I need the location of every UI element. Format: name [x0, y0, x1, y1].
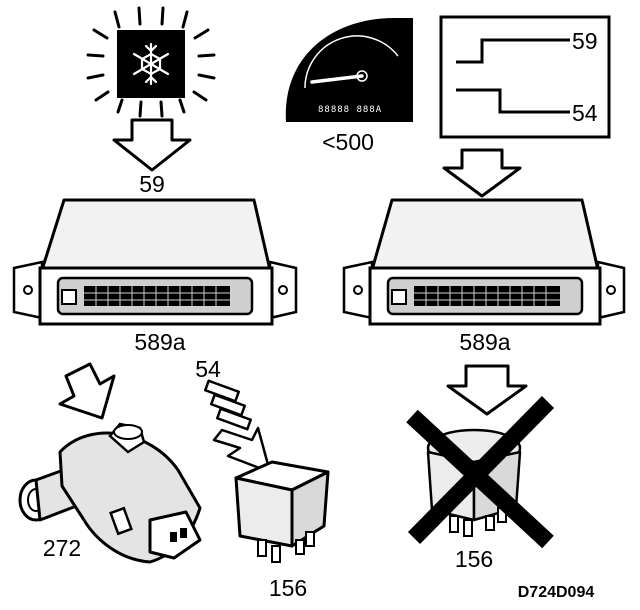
relay-pin	[305, 531, 315, 547]
cross-out-icon	[406, 396, 555, 549]
signal-59-trace	[456, 38, 570, 64]
ecu-screw	[353, 285, 363, 295]
label-54-graph: 54	[572, 100, 598, 126]
ecu-pin-grid	[414, 286, 560, 306]
valve-pin	[170, 532, 177, 542]
ecu-screw	[278, 285, 288, 295]
snowflake-icon	[132, 42, 170, 86]
valve-window	[109, 506, 133, 536]
relay-pin	[295, 539, 305, 555]
light-rays	[86, 6, 216, 118]
gauge-arc	[304, 35, 399, 89]
gauge-face	[285, 18, 413, 122]
ecu-pins	[414, 286, 560, 306]
relay-pin	[257, 539, 267, 557]
graph-frame	[439, 15, 611, 139]
relay-pin	[271, 545, 281, 563]
relay-icon	[234, 460, 330, 563]
arrow-down-icon	[446, 364, 528, 416]
ecu-pins	[84, 286, 230, 306]
relay-front	[234, 476, 294, 548]
valve-pin	[180, 528, 187, 538]
control-unit-icon	[342, 198, 626, 326]
dashed-arrow-icon	[204, 379, 272, 474]
step-signal-icon: 59 54	[439, 15, 611, 139]
label-rpm-threshold: <500	[322, 129, 374, 155]
valve-top-ring	[113, 424, 143, 440]
gauge-needle	[310, 74, 364, 84]
label-59-graph: 59	[572, 28, 598, 54]
gauge-hub	[356, 70, 368, 82]
ecu-latch	[391, 289, 407, 305]
control-unit-icon	[12, 198, 298, 326]
relay-side	[290, 470, 330, 548]
odometer-readout: 88888 888A	[318, 105, 382, 115]
ac-indicator	[86, 6, 216, 118]
arrow-down-icon	[442, 148, 522, 198]
arrow-down-icon	[112, 118, 192, 172]
drawing-id: D724D094	[518, 584, 595, 601]
relay-pin	[449, 515, 459, 533]
ecu-screw	[606, 285, 616, 295]
ecu-body	[370, 198, 600, 272]
label-54-signal: 54	[195, 356, 221, 382]
relay-pin	[485, 515, 495, 531]
label-59-left: 59	[139, 171, 165, 197]
idle-valve-icon	[18, 422, 202, 564]
label-valve: 272	[43, 535, 81, 561]
ecu-screw	[23, 285, 33, 295]
arrow-diagonal-icon	[58, 362, 116, 420]
signal-54-trace	[456, 88, 570, 114]
label-relay-left: 156	[269, 575, 307, 601]
relay-pin	[463, 519, 473, 537]
ecu-body	[40, 198, 272, 272]
label-relay-right: 156	[455, 546, 493, 572]
ecu-pin-grid	[84, 286, 230, 306]
tachometer-icon: 88888 888A	[285, 18, 413, 122]
ecu-latch	[61, 289, 77, 305]
label-ecu-left: 589a	[134, 329, 185, 355]
label-ecu-right: 589a	[459, 329, 510, 355]
